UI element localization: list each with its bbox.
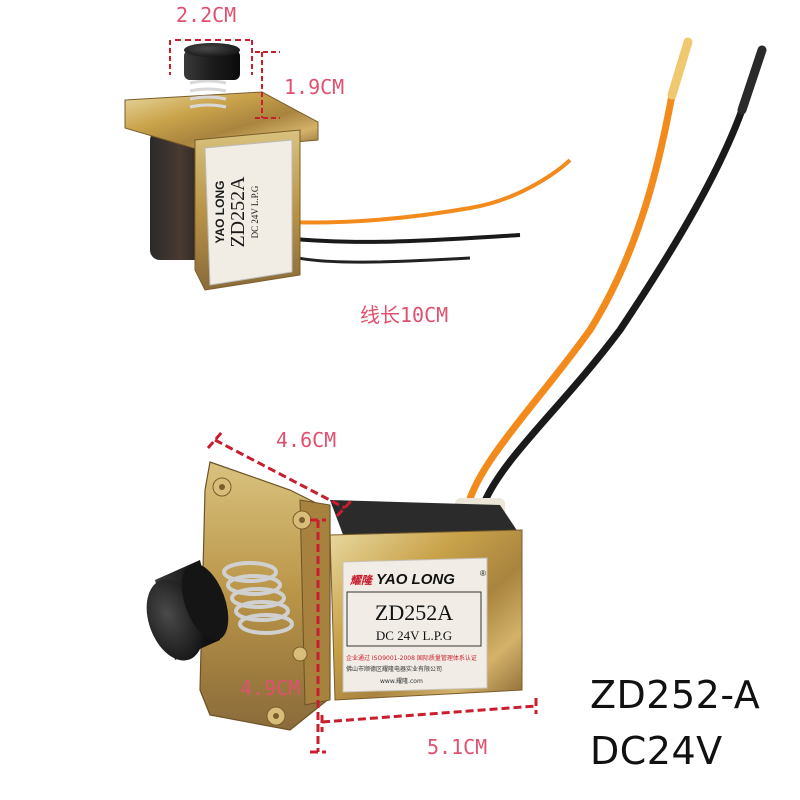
label-model-box xyxy=(346,591,482,647)
label-brand-en: YAO LONG xyxy=(376,571,455,588)
plunger-cap xyxy=(146,560,229,661)
small-orange-wire xyxy=(279,158,572,225)
coil-top xyxy=(330,500,520,540)
label-cert: 企业通过 ISO9001-2008 国际质量管理体系认证 xyxy=(346,654,477,662)
small-black-wire-tip xyxy=(284,253,471,264)
caption-voltage: DC24V xyxy=(590,729,723,773)
orange-wire xyxy=(464,91,676,509)
small-label-brand: YAO LONG xyxy=(213,181,227,244)
label-registered: ® xyxy=(480,569,486,578)
small-solenoid: YAO LONG ZD252A DC 24V L.P.G xyxy=(124,43,572,291)
small-plunger-cap xyxy=(184,50,240,80)
label-brand-cn: 耀隆 xyxy=(349,574,374,587)
wire-length-label: 线长10CM xyxy=(360,303,448,327)
orange-wire-tip xyxy=(667,37,693,100)
black-wire xyxy=(478,106,746,512)
small-width-label: 2.2CM xyxy=(176,3,236,27)
large-depth-label: 5.1CM xyxy=(427,735,487,759)
small-plunger-top xyxy=(184,43,240,57)
front-mount-plate xyxy=(199,461,331,731)
label-maker: 佛山市顺德区耀隆电器实业有限公司 xyxy=(346,665,442,673)
label-web: www.耀隆.com xyxy=(380,677,423,685)
large-solenoid: 耀隆 YAO LONG ® ZD252A DC 24V L.P.G 企业通过 I… xyxy=(146,37,767,731)
caption-model: ZD252-A xyxy=(590,673,761,717)
plunger-spring xyxy=(222,561,294,635)
small-height-label: 1.9CM xyxy=(284,75,344,99)
large-height-label: 4.9CM xyxy=(240,676,300,700)
bracket-tab xyxy=(299,499,331,706)
small-label-model: ZD252A xyxy=(227,176,249,248)
black-wire-tip xyxy=(737,45,767,115)
small-dimension-marks xyxy=(169,39,280,119)
label-spec: DC 24V L.P.G xyxy=(376,628,452,643)
large-dimension-marks xyxy=(206,431,538,754)
label-model: ZD252A xyxy=(375,600,453,625)
small-label xyxy=(204,139,293,286)
mounting-screws xyxy=(212,477,312,726)
small-black-wire xyxy=(284,233,521,244)
small-spring xyxy=(189,79,227,109)
small-label-spec: DC 24V L.P.G xyxy=(250,185,260,238)
large-width-label: 4.6CM xyxy=(276,428,336,452)
